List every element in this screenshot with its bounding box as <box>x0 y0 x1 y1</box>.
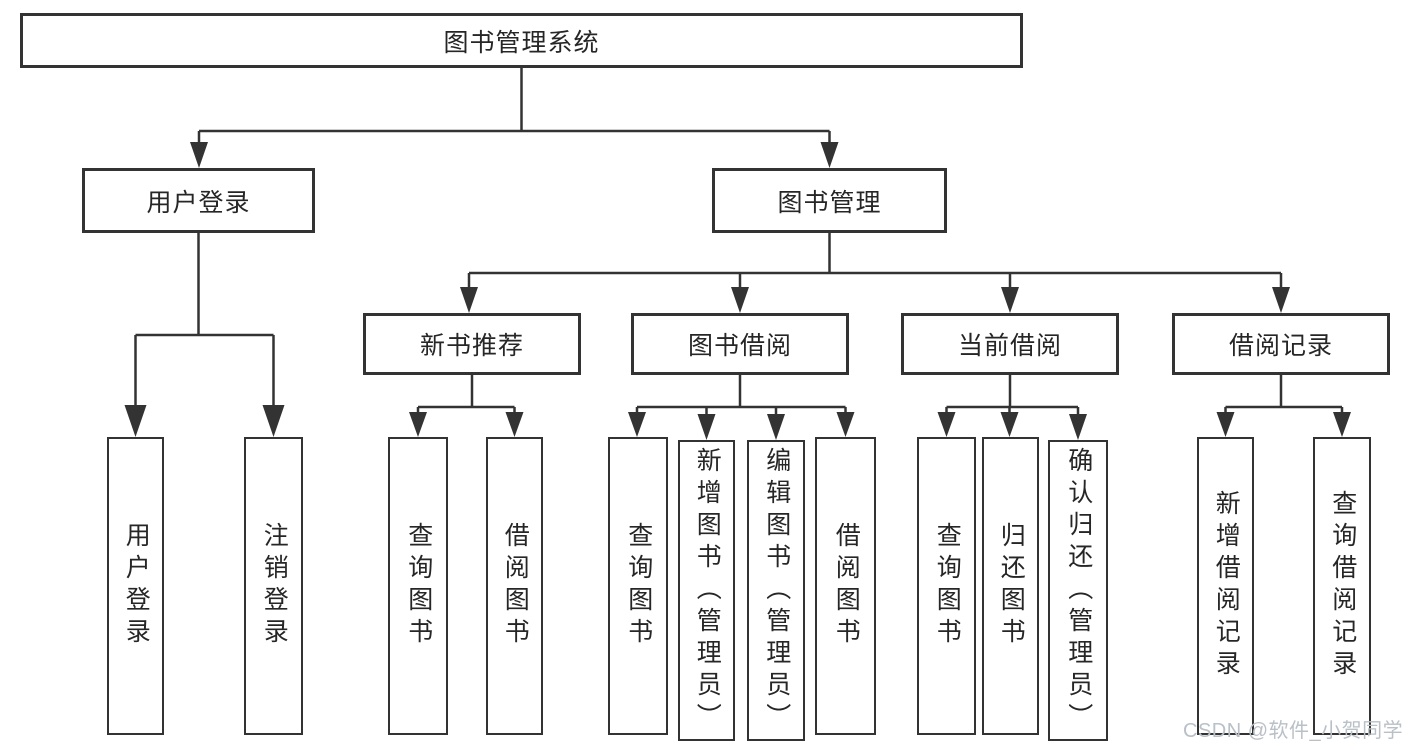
node-label: 注销登录 <box>260 522 289 650</box>
node-book-management: 图书管理 <box>712 168 947 233</box>
leaf-query-books-1: 查询图书 <box>388 437 448 735</box>
node-label: 新书推荐 <box>419 332 524 360</box>
leaf-confirm-return-admin: 确认归还（管理员） <box>1048 440 1108 741</box>
arrowhead <box>190 142 208 168</box>
connector-userlogin-to-leaves <box>134 233 275 410</box>
leaf-query-borrow-record: 查询借阅记录 <box>1313 437 1371 735</box>
arrowhead <box>1069 414 1087 440</box>
node-label: 归还图书 <box>997 522 1026 650</box>
arrowhead <box>262 405 285 437</box>
arrowhead <box>1216 412 1235 437</box>
node-borrow-records: 借阅记录 <box>1172 313 1390 375</box>
arrowhead <box>505 412 524 437</box>
arrowhead <box>1333 412 1351 437</box>
leaf-query-books-2: 查询图书 <box>608 437 668 735</box>
connector-bookmgmt-to-level3 <box>467 233 1283 291</box>
node-library-system: 图书管理系统 <box>20 13 1023 68</box>
arrowhead <box>1000 412 1019 437</box>
arrowhead <box>409 412 427 437</box>
arrowhead <box>767 414 785 440</box>
node-new-book-recommend: 新书推荐 <box>363 313 581 375</box>
leaf-logout: 注销登录 <box>244 437 303 735</box>
connector-borrow-to-leaves <box>635 375 847 418</box>
node-label: 查询图书 <box>404 522 433 650</box>
connector-current-to-leaves <box>945 375 1080 418</box>
node-current-borrow: 当前借阅 <box>901 313 1119 375</box>
arrowhead <box>628 412 646 437</box>
leaf-return-books: 归还图书 <box>982 437 1039 735</box>
arrowhead <box>820 142 839 168</box>
node-label: 用户登录 <box>146 188 251 217</box>
arrowhead <box>836 412 855 437</box>
node-label: 用户登录 <box>122 522 151 650</box>
node-label: 查询图书 <box>624 522 653 650</box>
node-label: 查询图书 <box>933 522 962 650</box>
arrowhead <box>937 412 956 437</box>
connector-records-to-leaves <box>1224 375 1344 416</box>
connector-newbooks-to-leaves <box>416 375 516 416</box>
node-label: 查询借阅记录 <box>1328 490 1357 682</box>
node-label: 编辑图书（管理员） <box>762 446 791 735</box>
node-label: 借阅图书 <box>501 522 530 650</box>
connector-root-to-level2 <box>197 68 831 146</box>
node-book-borrow: 图书借阅 <box>631 313 849 375</box>
node-label: 图书借阅 <box>687 332 792 360</box>
node-label: 新增图书（管理员） <box>693 446 722 735</box>
arrowhead <box>731 287 749 313</box>
node-label: 借阅记录 <box>1228 332 1333 360</box>
node-label: 借阅图书 <box>832 522 861 650</box>
arrowhead <box>1272 287 1290 313</box>
node-label: 确认归还（管理员） <box>1064 446 1093 735</box>
node-label: 新增借阅记录 <box>1212 490 1241 682</box>
node-label: 图书管理系统 <box>443 28 600 57</box>
leaf-borrow-books-2: 借阅图书 <box>815 437 876 735</box>
csdn-watermark: CSDN @软件_小贺同学 <box>1183 720 1404 742</box>
arrowhead <box>1001 287 1019 313</box>
leaf-add-borrow-record: 新增借阅记录 <box>1197 437 1254 735</box>
node-label: 图书管理 <box>777 188 882 217</box>
leaf-query-books-3: 查询图书 <box>917 437 976 735</box>
arrowhead <box>124 405 147 437</box>
leaf-add-book-admin: 新增图书（管理员） <box>678 440 735 741</box>
node-user-login: 用户登录 <box>82 168 315 233</box>
leaf-user-login: 用户登录 <box>107 437 164 735</box>
arrowhead <box>460 287 478 313</box>
node-label: 当前借阅 <box>957 332 1062 360</box>
leaf-borrow-books-1: 借阅图书 <box>486 437 543 735</box>
leaf-edit-book-admin: 编辑图书（管理员） <box>747 440 805 741</box>
arrowhead <box>697 414 716 440</box>
